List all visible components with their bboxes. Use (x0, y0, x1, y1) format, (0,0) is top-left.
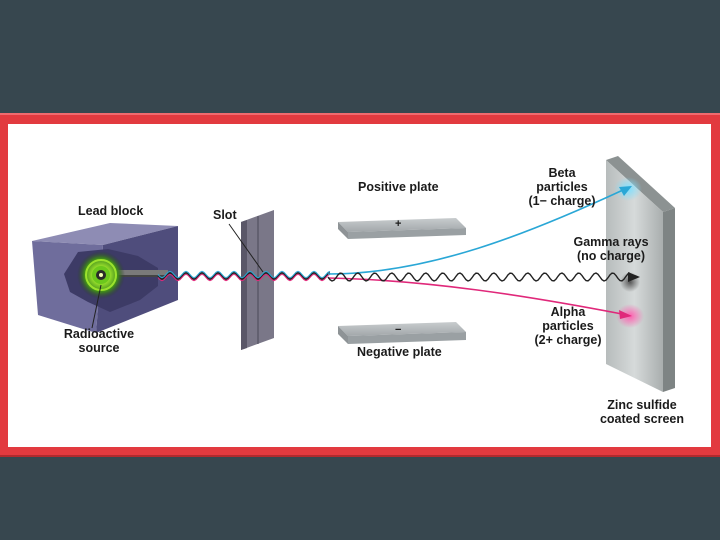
combined-beam-alpha (157, 273, 331, 282)
slot-pointer-line (228, 223, 264, 273)
beta-particles-label: Beta particles (1− charge) (520, 166, 604, 208)
gamma-ray-path (327, 272, 631, 282)
beta-ray-path (327, 189, 624, 275)
radioactive-source-line-1: Radioactive (63, 327, 135, 341)
screen-line-1: Zinc sulfide (607, 398, 677, 412)
radioactive-source-label: Radioactive source (60, 327, 138, 355)
beta-arrowhead (619, 186, 632, 196)
positive-plate-sign: + (395, 218, 402, 230)
alpha-arrowhead (619, 310, 632, 319)
radioactive-source-line-2: source (78, 341, 120, 355)
screen-label: Zinc sulfide coated screen (592, 398, 692, 426)
combined-beam-beta (157, 270, 331, 279)
slot-label: Slot (213, 208, 237, 222)
zinc-sulfide-screen (606, 156, 675, 392)
alpha-line-2: particles (542, 319, 594, 333)
negative-plate-label: Negative plate (357, 345, 442, 359)
lead-block-label: Lead block (78, 204, 144, 218)
gamma-rays-label: Gamma rays (no charge) (566, 235, 656, 263)
gamma-line-1: Gamma rays (573, 235, 649, 249)
alpha-ray-path (327, 277, 623, 315)
alpha-line-1: Alpha (550, 305, 586, 319)
alpha-line-3: (2+ charge) (534, 333, 602, 347)
radiation-diagram (32, 156, 675, 392)
negative-plate-sign: − (395, 324, 402, 336)
positive-plate (338, 218, 466, 239)
alpha-particles-label: Alpha particles (2+ charge) (528, 305, 608, 347)
beta-line-3: (1− charge) (528, 194, 596, 208)
negative-plate (338, 322, 466, 344)
combined-beam (157, 271, 331, 281)
gamma-arrowhead (628, 272, 640, 282)
positive-plate-label: Positive plate (358, 180, 439, 194)
gamma-line-2: (no charge) (576, 249, 646, 263)
diagram-panel: Lead block Slot Positive plate + Negativ… (8, 124, 711, 447)
lead-block (32, 223, 178, 333)
beta-line-2: particles (536, 180, 588, 194)
screen-line-2: coated screen (599, 412, 685, 426)
slide-frame: Lead block Slot Positive plate + Negativ… (0, 113, 720, 457)
source-pointer-line (91, 284, 102, 329)
beta-line-1: Beta (548, 166, 576, 180)
